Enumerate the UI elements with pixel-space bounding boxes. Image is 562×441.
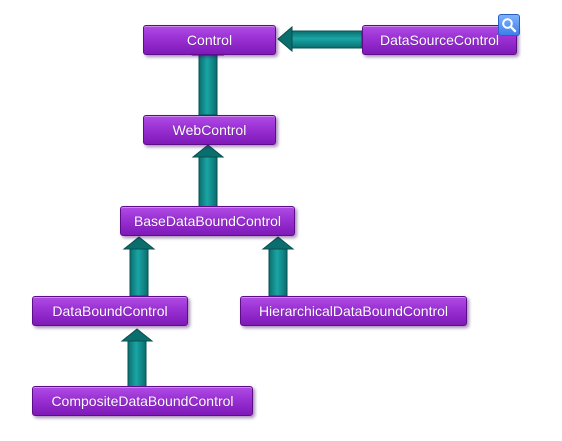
zoom-button[interactable] (498, 14, 520, 36)
node-compositedataboundcontrol: CompositeDataBoundControl (32, 386, 253, 416)
node-webcontrol: WebControl (143, 115, 276, 145)
node-hierarchicaldataboundcontrol: HierarchicalDataBoundControl (240, 296, 467, 326)
magnifier-icon (502, 18, 517, 33)
arrow-datasourcecontrol-to-control (277, 25, 363, 53)
arrow-hierarchical-to-basedataboundcontrol (261, 236, 295, 297)
arrow-composite-to-databoundcontrol (120, 328, 154, 388)
node-control: Control (143, 25, 276, 55)
node-basedataboundcontrol: BaseDataBoundControl (120, 206, 295, 236)
arrow-basedataboundcontrol-to-webcontrol (191, 144, 225, 208)
node-datasourcecontrol: DataSourceControl (362, 25, 517, 55)
arrow-databoundcontrol-to-basedataboundcontrol (122, 236, 156, 297)
node-databoundcontrol: DataBoundControl (32, 296, 188, 326)
